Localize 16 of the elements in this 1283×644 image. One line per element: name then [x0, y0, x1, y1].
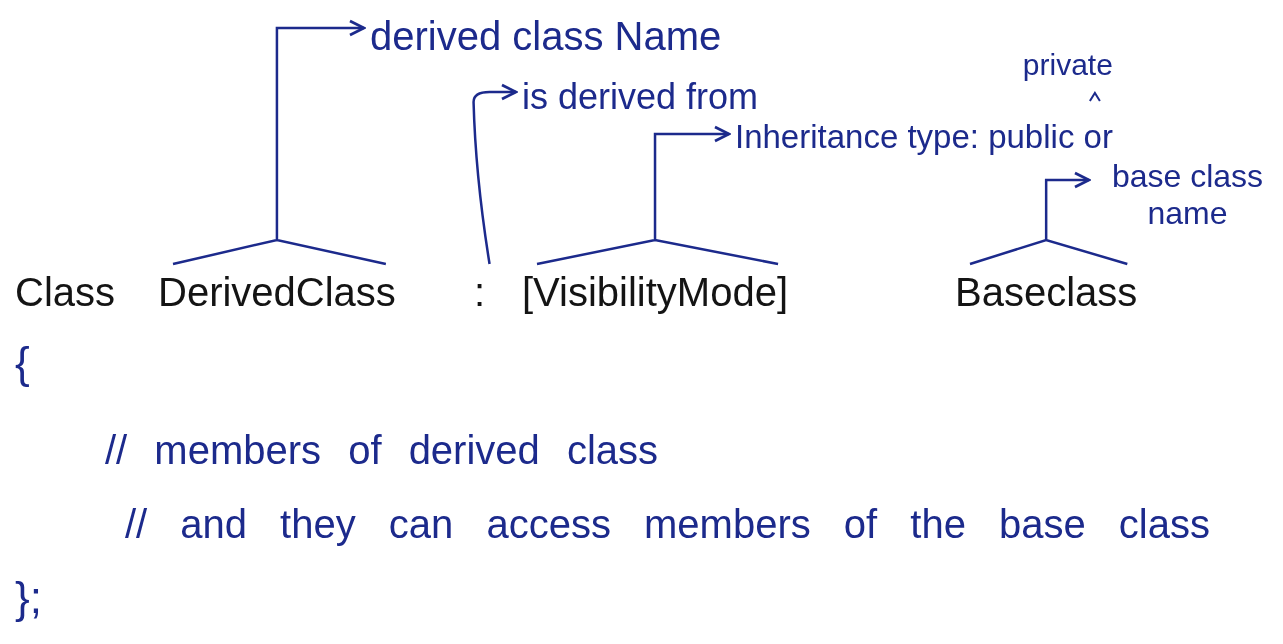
- annotation-text: derived class Name: [370, 6, 722, 66]
- keyword-text: Class: [15, 269, 116, 316]
- code-token: [VisibilityMode]: [522, 262, 789, 322]
- bracket-arrow: [968, 171, 1129, 266]
- brace-text: {: [15, 337, 30, 389]
- code-token: :: [474, 262, 486, 322]
- annotation-text: base class name: [1095, 158, 1280, 232]
- code-token: DerivedClass: [158, 262, 396, 322]
- bracket-arrow: [472, 83, 518, 265]
- code-token: Baseclass: [955, 262, 1138, 322]
- inserted-word: private: [1022, 47, 1113, 83]
- comment-text: // and they can access members of the base class: [123, 501, 1210, 548]
- brace-text: };: [15, 572, 42, 624]
- comment-text: // members of derived class: [105, 427, 659, 474]
- bracket-arrow: [535, 125, 780, 266]
- bracket-arrow: [171, 19, 388, 266]
